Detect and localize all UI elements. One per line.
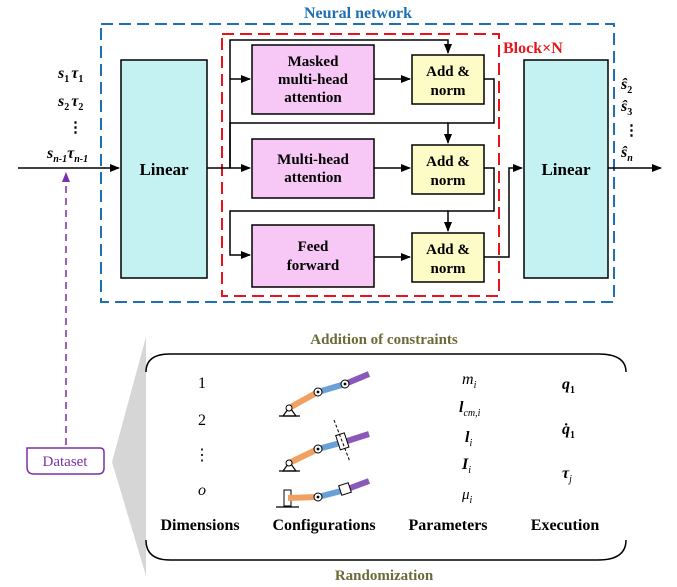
add-norm-2-line2: norm [431,173,467,189]
add-norm-box-1 [411,54,485,105]
exec-tau: τj [562,465,572,485]
config-arm-1-icon [279,371,371,417]
add-norm-box-2 [411,144,485,195]
neural-network-title: Neural network [304,5,412,22]
masked-attention-line2: multi-head [278,72,349,88]
dataset-label: Dataset [43,454,89,470]
output-sn: ŝn [620,144,633,164]
param-l: li [465,429,472,449]
dim-o: o [198,482,206,499]
block-label: Block×N [503,40,563,57]
column-parameters: Parameters [408,517,487,534]
masked-attention-box [251,44,375,115]
add-norm-1-line2: norm [431,83,467,99]
projection-wedge [112,337,146,576]
param-mu: μi [461,487,473,506]
linear-right-label: Linear [541,160,591,179]
connection-arrows [18,39,662,261]
config-arm-3-icon [276,478,371,508]
output-s2: ŝ2 [620,76,632,96]
linear-left-box [120,59,208,279]
masked-attention-line3: attention [284,90,342,106]
masked-attention-line1: Masked [288,54,339,70]
dataset-tag [26,447,105,475]
exec-qdot: q̇1 [562,421,575,441]
multihead-attention-line2: attention [284,170,342,186]
multihead-attention-box [251,138,375,199]
add-norm-3-line1: Add & [426,242,470,258]
constraints-bottom-title: Randomization [335,568,434,584]
input-vdots: ⋮ [68,120,83,136]
constraints-top-title: Addition of constraints [310,332,458,348]
constraints-bottom-brace [145,539,627,561]
add-norm-2-line1: Add & [426,154,470,170]
linear-left-label: Linear [139,160,189,179]
param-m: mi [462,371,477,391]
multihead-attention-line1: Multi-head [277,152,349,168]
output-s3: ŝ3 [620,98,632,118]
output-vdots: ⋮ [624,123,639,139]
dim-vdots: ⋮ [194,447,210,464]
column-execution: Execution [531,517,600,534]
add-norm-3-line2: norm [431,261,467,277]
dim-1: 1 [198,375,206,392]
add-norm-box-3 [411,232,485,283]
linear-right-box [523,59,609,279]
add-norm-1-line1: Add & [426,64,470,80]
feed-forward-box [251,224,375,288]
column-dimensions: Dimensions [160,517,239,534]
param-I: Ii [461,456,471,476]
exec-q: q1 [562,376,575,396]
feed-forward-line2: forward [287,258,340,274]
input-sn1-taun1: sn-1τn-1 [46,145,88,165]
config-arm-2-icon [279,419,370,472]
feed-forward-line1: Feed [298,239,329,255]
column-configurations: Configurations [272,517,375,534]
constraints-top-brace [145,353,627,373]
block-box [221,33,500,297]
neural-network-box [100,23,615,303]
param-lcm: lcm,i [459,399,481,419]
dim-2: 2 [198,412,206,429]
